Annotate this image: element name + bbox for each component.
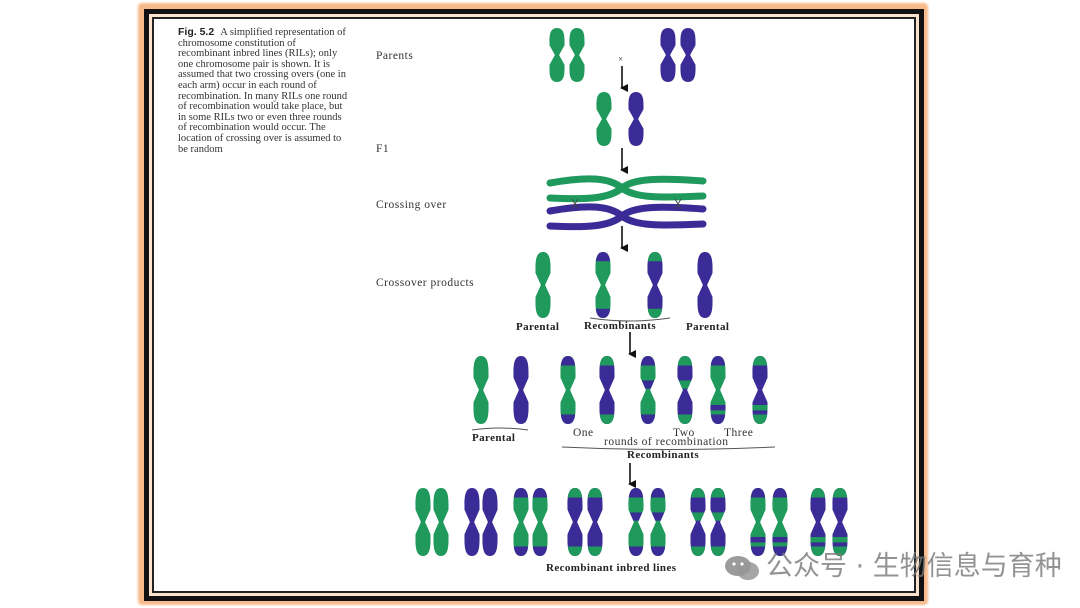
- chromosome: [710, 488, 726, 556]
- chromosome: [595, 252, 611, 318]
- wechat-icon: [725, 555, 759, 580]
- label-recombinants-row: Recombinants: [627, 449, 699, 461]
- label-three: Three: [724, 427, 753, 439]
- chromosome: [810, 488, 826, 556]
- picture-frame: [144, 9, 924, 601]
- parental-brace: [471, 427, 529, 431]
- caption-label: Fig. 5.2: [178, 26, 215, 38]
- chromosome: [433, 488, 449, 556]
- chromosome: [415, 488, 431, 556]
- chromosome: [647, 252, 663, 318]
- crossing-over-strands: [546, 175, 707, 231]
- label-parental-row: Parental: [472, 432, 515, 444]
- chromosome: [697, 252, 713, 318]
- chromatid: [546, 203, 707, 231]
- chromosome: [650, 488, 666, 556]
- chromosome: [628, 92, 644, 146]
- chromosomes: [415, 28, 848, 556]
- chromosome: [535, 252, 551, 318]
- label-rounds: rounds of recombination: [604, 436, 729, 448]
- chromosome: [567, 488, 583, 556]
- recombinants-row-brace: [561, 446, 776, 450]
- chromosome: [560, 356, 576, 424]
- label-crossing-over: Crossing over: [376, 199, 447, 211]
- chromosome: [532, 488, 548, 556]
- chromosome: [660, 28, 676, 82]
- chromosome: [513, 356, 529, 424]
- label-two: Two: [673, 427, 695, 439]
- chiasma: [674, 198, 682, 210]
- label-one: One: [573, 427, 594, 439]
- chromosome: [710, 356, 726, 424]
- caption-text: A simplified representation of chromosom…: [178, 27, 348, 155]
- label-parents: Parents: [376, 50, 413, 62]
- chromosome: [752, 356, 768, 424]
- chromosome: [640, 356, 656, 424]
- watermark-text: 公众号 · 生物信息与育种: [766, 551, 1062, 582]
- label-recombinants: Recombinants: [584, 320, 656, 332]
- watermark: 公众号 · 生物信息与育种: [724, 544, 1062, 583]
- arrows: [620, 66, 636, 488]
- recombinants-brace: [589, 317, 671, 322]
- chromosome: [596, 92, 612, 146]
- chromosome: [628, 488, 644, 556]
- chromosome: [482, 488, 498, 556]
- label-parental-left: Parental: [516, 321, 559, 333]
- label-parental-right: Parental: [686, 321, 729, 333]
- chromosome: [750, 488, 766, 556]
- chromosome: [680, 28, 696, 82]
- chromosome: [832, 488, 848, 556]
- chromosome: [464, 488, 480, 556]
- chromosome: [599, 356, 615, 424]
- label-ril: Recombinant inbred lines: [546, 562, 677, 574]
- chromosome: [513, 488, 529, 556]
- label-crossover-products: Crossover products: [376, 277, 474, 289]
- label-f1: F1: [376, 143, 389, 155]
- chromosome: [587, 488, 603, 556]
- cross-symbol: ×: [618, 54, 624, 64]
- chromatid: [546, 175, 707, 203]
- chromosome: [549, 28, 565, 82]
- chromosome: [772, 488, 788, 556]
- chromosome: [690, 488, 706, 556]
- chromosome: [473, 356, 489, 424]
- chromosome: [677, 356, 693, 424]
- chromosome: [569, 28, 585, 82]
- chiasma: [571, 198, 579, 210]
